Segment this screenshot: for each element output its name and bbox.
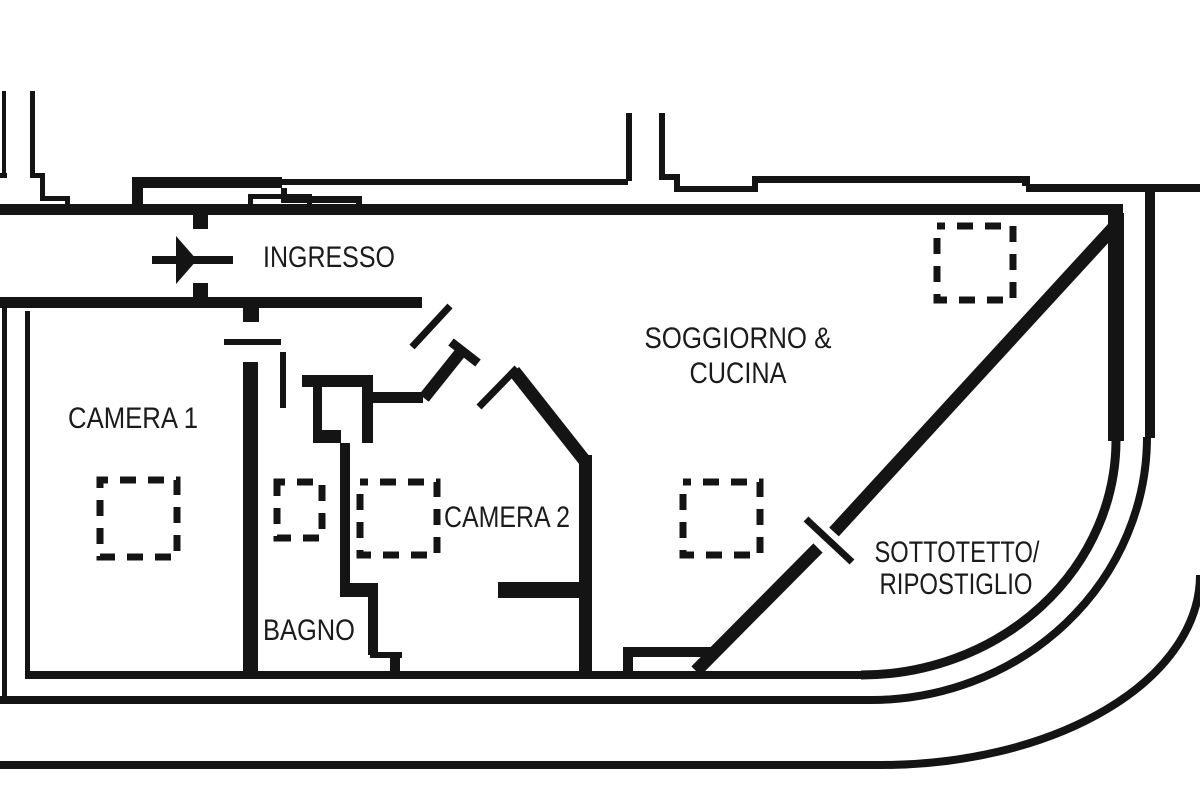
wall-segment [1022,176,1030,186]
roof-line [674,186,758,192]
left-outer-wall [2,308,7,704]
fixture-wall [313,387,322,440]
wall-segment [40,178,45,196]
top-wall [0,204,1123,215]
bottom-outer-wall [0,696,871,704]
fixture-wall [302,375,373,387]
wall-segment [281,196,362,203]
wall-segment [30,91,35,178]
camera1-bagno-divider [243,362,258,675]
bagno-right-wall [368,597,378,655]
skylight-dashed-square [356,478,441,559]
room-label-camera2: CAMERA 2 [444,501,570,534]
camera2-diagonal-wall [508,366,591,466]
room-label-camera1: CAMERA 1 [68,402,198,435]
door-leaf [419,349,465,402]
room-label-soggiorno-line2: CUCINA [690,357,787,390]
arrow-head [176,236,197,284]
door-jamb [243,308,259,322]
room-label-sottotetto-line1: SOTTOTETTO/ [875,536,1041,569]
skylight-markers [96,222,1017,561]
wall-segment [659,174,680,180]
bagno-right-wall [340,443,350,590]
room-label-bagno: BAGNO [263,614,355,647]
right-outer-line [1145,190,1155,438]
room-label-sottotetto-line2: RIPOSTIGLIO [880,568,1033,601]
door-swings [409,303,520,410]
wall-segment [0,173,7,178]
wall-segment [132,177,143,205]
door-jamb [193,283,208,297]
roof-line [1026,184,1200,192]
window-marker [248,194,312,199]
door-swing-line [409,303,453,350]
entrance-arrow-icon [152,236,233,284]
door-leaf [224,339,281,345]
skylight-dashed-square [96,476,181,561]
room-labels: INGRESSO CAMERA 1 CAMERA 2 BAGNO SOGGIOR… [68,241,1040,647]
camera2-right-wall [579,455,592,678]
window-marker [307,194,312,204]
sottotetto-diagonal-wall [691,543,823,676]
hearth-outline [623,647,712,657]
small-fixture [390,652,400,673]
small-fixture [370,652,402,658]
room-label-ingresso: INGRESSO [263,241,395,274]
roof-edge-lines [281,176,1200,192]
outermost-bottom-line [0,761,881,769]
entrance [152,215,233,297]
camera2-bottom-wall [498,582,579,598]
interior-walls [0,221,1120,678]
wall-segment [626,113,632,181]
door-leaf [280,352,286,408]
outer-corner-curve [870,436,1151,704]
door-leaf [803,516,855,565]
chimney-left [0,91,70,210]
door-frame-cap [448,338,481,367]
right-wall [1108,213,1124,441]
skylight-dashed-square [273,478,326,542]
hall-wall [0,297,422,308]
wall-segment [2,91,6,178]
bottom-inner-line [25,671,861,679]
room-label-soggiorno-line1: SOGGIORNO & [645,322,832,355]
wall-segment [659,113,665,176]
fixture-wall [362,387,373,443]
door-jamb [193,215,208,229]
outermost-corner-curve [880,574,1200,769]
sottotetto-diagonal-wall [829,221,1120,537]
bagno-right-wall [340,583,378,597]
wall-segment [356,200,362,205]
skylight-dashed-square [933,222,1017,304]
roof-line [281,179,628,185]
door-swing-line [476,365,520,410]
camera2-top-wall [368,392,423,403]
fixture-wall [313,430,341,443]
exterior-walls [0,190,1200,769]
hearth-outline [623,647,633,673]
wall-segment [674,180,680,189]
wall-segment [40,196,70,201]
skylight-dashed-square [679,478,764,559]
wall-segment [132,177,282,188]
wall-segment [65,196,70,210]
left-inner-wall [25,311,30,675]
wall-segment [34,173,45,178]
chimney-right [626,113,680,189]
roof-line [752,176,1028,183]
inner-corner-curve [860,439,1121,680]
window-marker [248,194,253,204]
